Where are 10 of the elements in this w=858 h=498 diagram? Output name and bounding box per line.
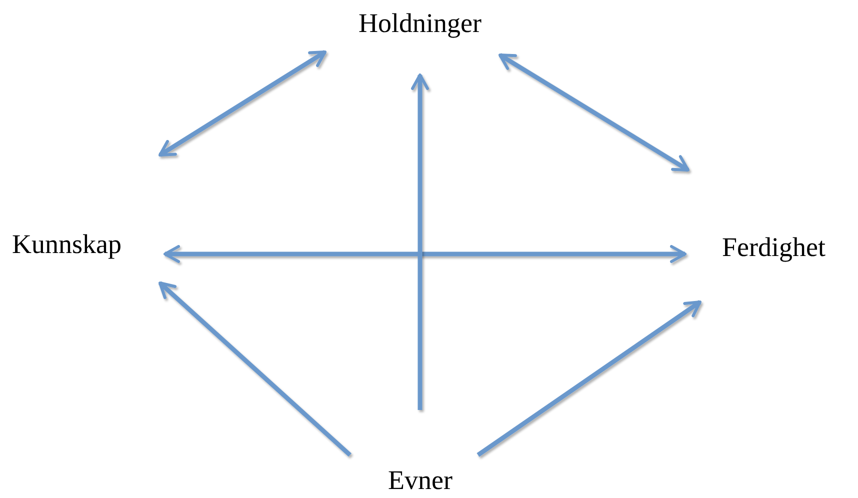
arrow xyxy=(498,53,690,172)
concept-label: Kunnskap xyxy=(12,229,122,260)
arrow xyxy=(158,281,352,457)
concept-label: Evner xyxy=(388,465,452,496)
concept-label: Holdninger xyxy=(358,8,482,40)
concept-label: Ferdighet xyxy=(722,232,826,264)
arrow xyxy=(158,50,326,157)
arrow xyxy=(164,245,686,263)
arrow xyxy=(411,74,429,410)
arrow xyxy=(476,300,702,457)
